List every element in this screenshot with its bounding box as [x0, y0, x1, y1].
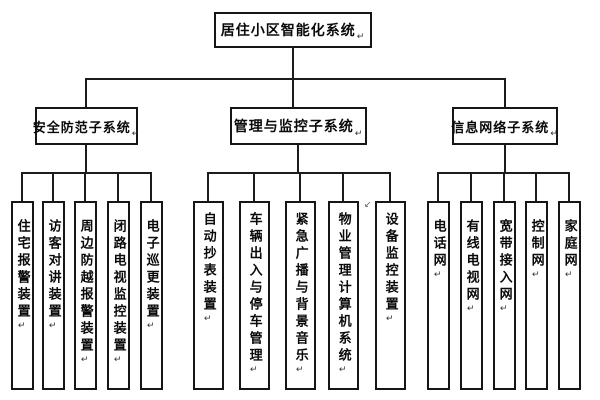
- node-auto-meter-reading: 自动抄表装置↵: [193, 201, 224, 390]
- connector-leaf-drop: [253, 172, 255, 201]
- connector-security-trunk: [85, 145, 87, 173]
- connector-management-trunk: [297, 145, 299, 173]
- connector-leaf-drop: [21, 172, 23, 201]
- connector-leaf-drop: [535, 172, 537, 201]
- paragraph-mark: ↵: [433, 270, 444, 280]
- node-label: 电子巡更装置: [144, 219, 160, 321]
- paragraph-mark: ↵: [131, 128, 141, 138]
- node-label: 周边防越报警装置: [78, 219, 94, 355]
- node-security-subsystem: 安全防范子系统 ↵: [32, 107, 141, 145]
- paragraph-mark: ↵: [466, 304, 477, 314]
- connector-leaf-drop: [342, 172, 344, 201]
- paragraph-mark: ↵: [295, 365, 306, 375]
- node-telephone-network: 电话网↵: [427, 201, 450, 390]
- paragraph-mark: ↵: [17, 321, 28, 331]
- connector-leaf-drop: [84, 172, 86, 201]
- node-emergency-broadcast-bgm: 紧急广播与背景音乐↵: [285, 201, 316, 390]
- paragraph-mark: ↵: [80, 355, 91, 365]
- node-label: 设备监控装置: [383, 212, 399, 314]
- paragraph-mark: ↵: [385, 314, 396, 324]
- paragraph-mark: ↵: [48, 321, 59, 331]
- node-label: 宽带接入网: [497, 219, 513, 304]
- connector-leaf-drop: [568, 172, 570, 201]
- node-label: 有线电视网: [464, 219, 480, 304]
- node-label: 访客对讲装置: [46, 219, 62, 321]
- node-visitor-intercom: 访客对讲装置↵: [42, 201, 65, 390]
- node-vehicle-parking-management: 车辆出入与停车管理↵: [239, 201, 270, 390]
- node-label: 安全防范子系统: [32, 119, 131, 135]
- node-perimeter-intrusion-alarm: 周边防越报警装置↵: [74, 201, 97, 390]
- connector-leaf-drop: [389, 172, 391, 201]
- paragraph-mark: ↵: [113, 355, 124, 365]
- connector-leaf-drop: [470, 172, 472, 201]
- connector-drop-information: [504, 78, 506, 107]
- node-label: 紧急广播与背景音乐: [293, 212, 309, 365]
- connector-leaf-drop: [299, 172, 301, 201]
- connector-drop-security: [85, 78, 87, 107]
- node-label: 家庭网: [562, 219, 578, 270]
- node-label: 居住小区智能化系统: [220, 22, 356, 38]
- node-information-network-subsystem: 信息网络子系统 ↵: [451, 107, 559, 145]
- paragraph-mark: ↵: [564, 270, 575, 280]
- paragraph-mark: ↵: [354, 128, 364, 138]
- node-label: 物业管理计算机系统: [336, 212, 352, 365]
- node-label: 车辆出入与停车管理: [247, 212, 263, 365]
- connector-leaf-drop: [117, 172, 119, 201]
- node-label: 住宅报警装置: [15, 219, 31, 321]
- node-label: 闭路电视监控装置: [111, 219, 127, 355]
- paragraph-mark: ↵: [499, 304, 510, 314]
- connector-level1-rail: [85, 78, 505, 80]
- paragraph-mark: ↵: [338, 365, 349, 375]
- node-residential-alarm: 住宅报警装置↵: [11, 201, 34, 390]
- node-management-monitoring-subsystem: 管理与监控子系统 ↵: [230, 107, 367, 145]
- connector-leaf-drop: [52, 172, 54, 201]
- connector-leaf-drop: [150, 172, 152, 201]
- node-cctv-monitoring: 闭路电视监控装置↵: [107, 201, 130, 390]
- node-label: 控制网: [529, 219, 545, 270]
- node-label: 信息网络子系统: [451, 119, 550, 135]
- paragraph-mark: ↵: [550, 128, 559, 138]
- connector-leaf-drop: [437, 172, 439, 201]
- connector-security-rail: [21, 172, 152, 174]
- connector-information-trunk: [504, 145, 506, 173]
- paragraph-mark: ↵: [146, 321, 157, 331]
- connector-leaf-drop: [503, 172, 505, 201]
- connector-root-trunk: [292, 46, 294, 107]
- connector-leaf-drop: [207, 172, 209, 201]
- paragraph-mark: ↵: [356, 31, 366, 41]
- node-control-network: 控制网↵: [525, 201, 548, 390]
- node-catv-network: 有线电视网↵: [460, 201, 483, 390]
- node-home-network: 家庭网↵: [558, 201, 581, 390]
- paragraph-mark: ↵: [249, 365, 260, 375]
- node-label: 电话网: [431, 219, 447, 270]
- node-label: 管理与监控子系统: [233, 118, 354, 134]
- node-property-mgmt-computer: 物业管理计算机系统↵: [328, 201, 359, 390]
- node-electronic-patrol: 电子巡更装置↵: [140, 201, 163, 390]
- node-equipment-monitoring: 设备监控装置↵: [375, 201, 406, 390]
- paragraph-mark: ↵: [531, 270, 542, 280]
- object-anchor-mark: ↙: [364, 199, 372, 209]
- node-broadband-access-network: 宽带接入网↵: [493, 201, 516, 390]
- node-root-system: 居住小区智能化系统 ↵: [214, 12, 372, 48]
- node-label: 自动抄表装置: [201, 212, 217, 314]
- paragraph-mark: ↵: [203, 314, 214, 324]
